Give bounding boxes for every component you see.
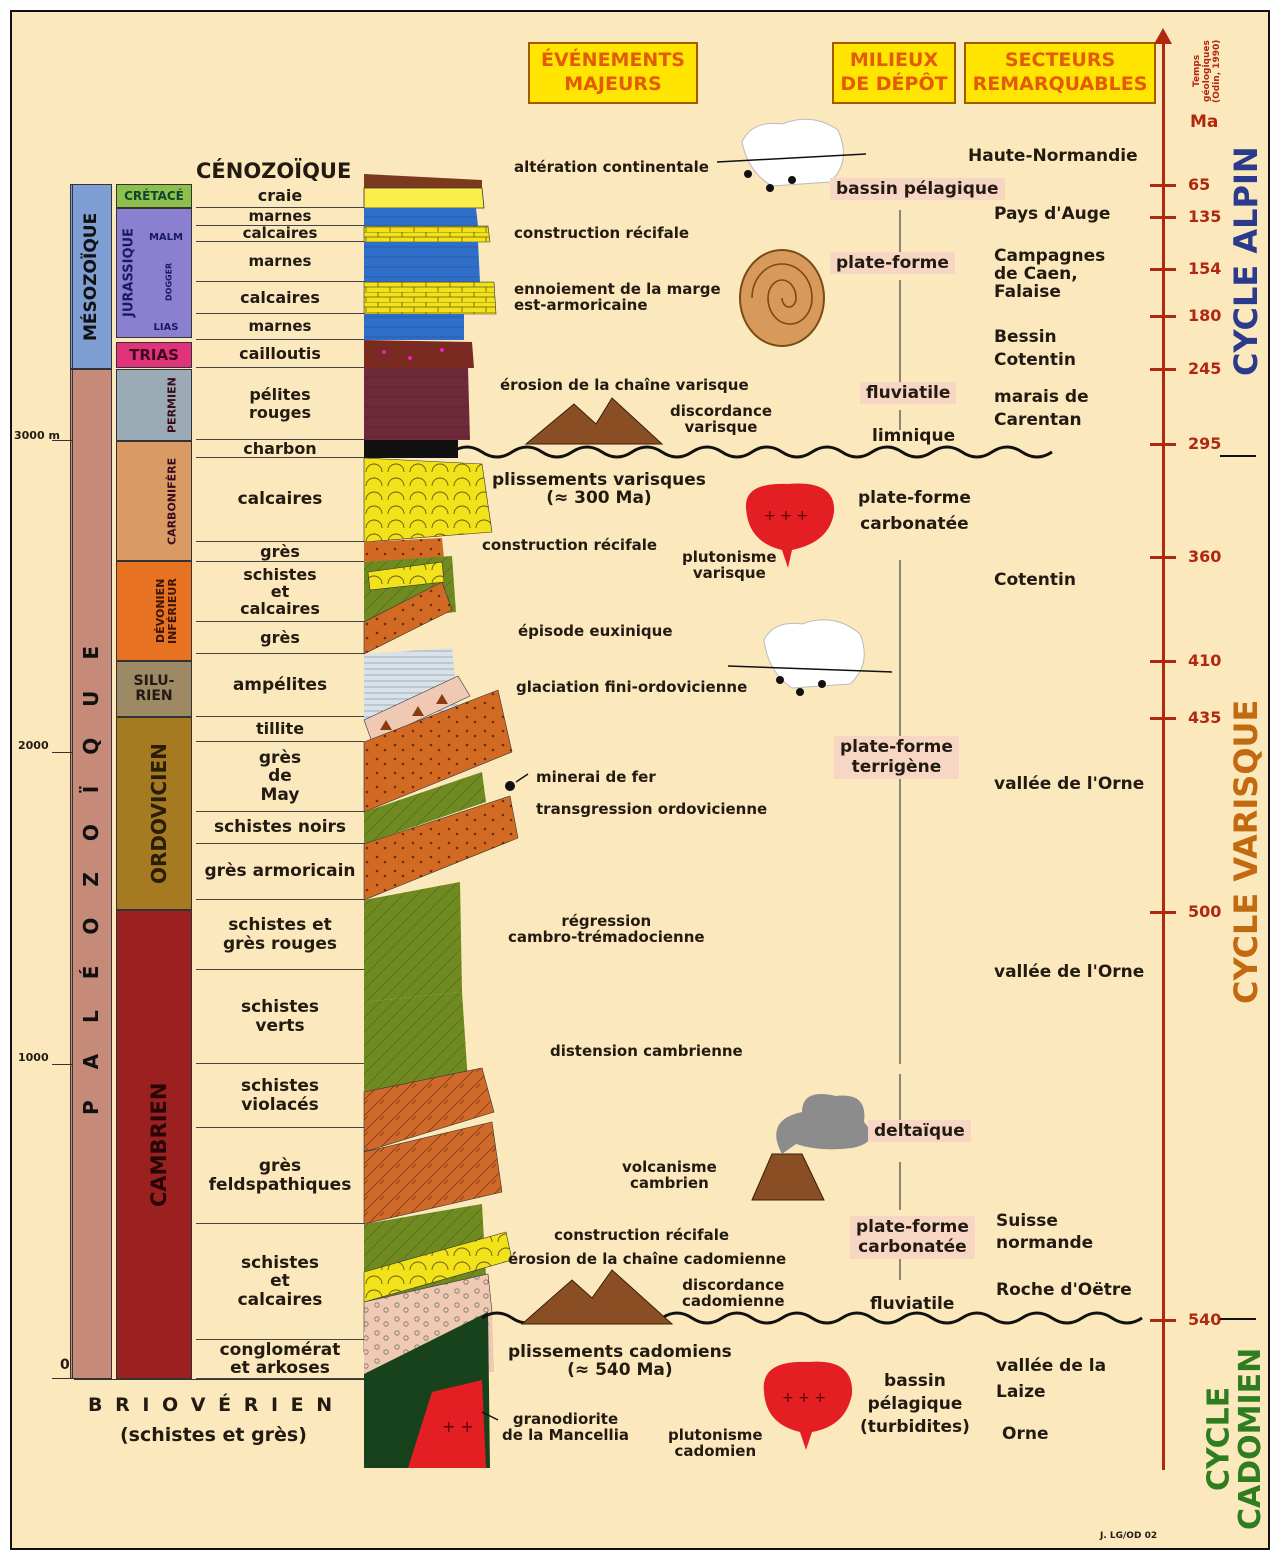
event-euxinique: épisode euxinique — [518, 624, 673, 640]
age-tick-label: 180 — [1188, 306, 1221, 325]
secteur-vo2: vallée de l'Orne — [994, 964, 1144, 982]
secteur-orne: Orne — [1002, 1426, 1048, 1444]
secteur-hn: Haute-Normandie — [968, 148, 1138, 166]
age-tick-mark — [1150, 184, 1176, 187]
cycle-cadomien-line2: CADOMIEN — [1235, 1348, 1267, 1530]
age-tick-mark — [1150, 268, 1176, 271]
age-tick-label: 435 — [1188, 708, 1221, 727]
age-tick-label: 135 — [1188, 207, 1221, 226]
age-tick-label: 245 — [1188, 359, 1221, 378]
age-tick-mark — [1150, 443, 1176, 446]
event-erosion-cad: érosion de la chaîne cadomienne — [508, 1252, 786, 1268]
event-distension: distension cambrienne — [550, 1044, 743, 1060]
svg-text:+ +: + + — [442, 1417, 474, 1436]
milieu-deltaique: deltaïque — [868, 1120, 971, 1142]
age-tick-mark — [1150, 717, 1176, 720]
secteur-vl: vallée de la Laize — [996, 1354, 1106, 1405]
milieu-bassin: bassin pélagique — [830, 178, 1005, 200]
secteur-sn: Suisse normande — [996, 1210, 1093, 1254]
age-tick-mark — [1150, 216, 1176, 219]
event-erosion-var: érosion de la chaîne varisque — [500, 378, 749, 394]
milieu-fluviatile1: fluviatile — [860, 382, 956, 404]
age-tick-mark — [1150, 660, 1176, 663]
event-plissements-cad: plissements cadomiens (≈ 540 Ma) — [508, 1344, 732, 1380]
event-regression: régression cambro-trémadocienne — [508, 914, 705, 946]
event-plutonisme-var: plutonisme varisque — [682, 550, 777, 582]
event-recif2: construction récifale — [482, 538, 657, 554]
cycle-alpin: CYCLE ALPIN — [1222, 118, 1270, 404]
credit-label: J. LG/OD 02 — [1100, 1532, 1157, 1541]
age-tick-label: 360 — [1188, 547, 1221, 566]
cycle-cadomien: CYCLE CADOMIEN — [1200, 1328, 1270, 1550]
secteur-vo1: vallée de l'Orne — [994, 776, 1144, 794]
time-axis-line — [1162, 40, 1165, 1470]
secteur-mc: marais de Carentan — [994, 386, 1089, 432]
milieu-plateforme: plate-forme — [830, 252, 955, 274]
event-glaciation: glaciation fini-ordovicienne — [516, 680, 747, 696]
svg-text:+ + +: + + + — [782, 1390, 826, 1406]
event-ennoiement: ennoiement de la marge est-armoricaine — [514, 282, 721, 314]
secteur-pa: Pays d'Auge — [994, 206, 1110, 224]
event-volcanisme: volcanisme cambrien — [622, 1160, 717, 1192]
milieu-bassin-turb: bassin pélagique (turbidites) — [860, 1370, 970, 1439]
event-discord-cad: discordance cadomienne — [682, 1278, 785, 1310]
event-transgression: transgression ordovicienne — [536, 802, 767, 818]
event-granodiorite: granodiorite de la Mancellia — [502, 1412, 629, 1444]
secteur-cc: Campagnes de Caen, Falaise — [994, 248, 1105, 302]
milieu-fluviatile2: fluviatile — [870, 1296, 954, 1314]
secteur-ro: Roche d'Oëtre — [996, 1282, 1132, 1300]
stratigraphic-chart: ÉVÉNEMENTS MAJEURS MILIEUX DE DÉPÔT SECT… — [10, 10, 1270, 1550]
secteur-bc: Bessin Cotentin — [994, 326, 1076, 372]
event-plutonisme-cad: plutonisme cadomien — [668, 1428, 763, 1460]
cycle-boundary-2 — [1220, 1318, 1256, 1320]
age-tick-label: 500 — [1188, 902, 1221, 921]
svg-text:+ + +: + + + — [764, 508, 808, 524]
milieu-pf-terr: plate-forme terrigène — [834, 736, 959, 779]
time-axis-arrow — [1154, 28, 1172, 44]
event-plissements-var: plissements varisques (≈ 300 Ma) — [492, 472, 706, 508]
cycle-cadomien-line1: CYCLE — [1204, 1387, 1236, 1491]
secteur-cot: Cotentin — [994, 572, 1076, 590]
event-discord-var: discordance varisque — [670, 404, 772, 436]
event-alteration: altération continentale — [514, 160, 709, 176]
age-tick-label: 154 — [1188, 259, 1221, 278]
cycle-boundary-1 — [1220, 455, 1256, 457]
age-tick-label: 540 — [1188, 1310, 1221, 1329]
age-tick-label: 295 — [1188, 434, 1221, 453]
event-minerai: minerai de fer — [536, 770, 656, 786]
age-tick-label: 410 — [1188, 651, 1221, 670]
event-recif1: construction récifale — [514, 226, 689, 242]
milieu-pf-carb1: plate-forme carbonatée — [858, 486, 971, 537]
age-tick-mark — [1150, 368, 1176, 371]
age-tick-mark — [1150, 1319, 1176, 1322]
event-recif3: construction récifale — [554, 1228, 729, 1244]
milieu-limnique: limnique — [872, 428, 955, 446]
age-tick-mark — [1150, 556, 1176, 559]
age-tick-mark — [1150, 911, 1176, 914]
cycle-varisque: CYCLE VARISQUE — [1222, 662, 1270, 1042]
milieu-pf-carb2: plate-forme carbonatée — [850, 1216, 975, 1259]
age-tick-mark — [1150, 315, 1176, 318]
age-tick-label: 65 — [1188, 175, 1210, 194]
